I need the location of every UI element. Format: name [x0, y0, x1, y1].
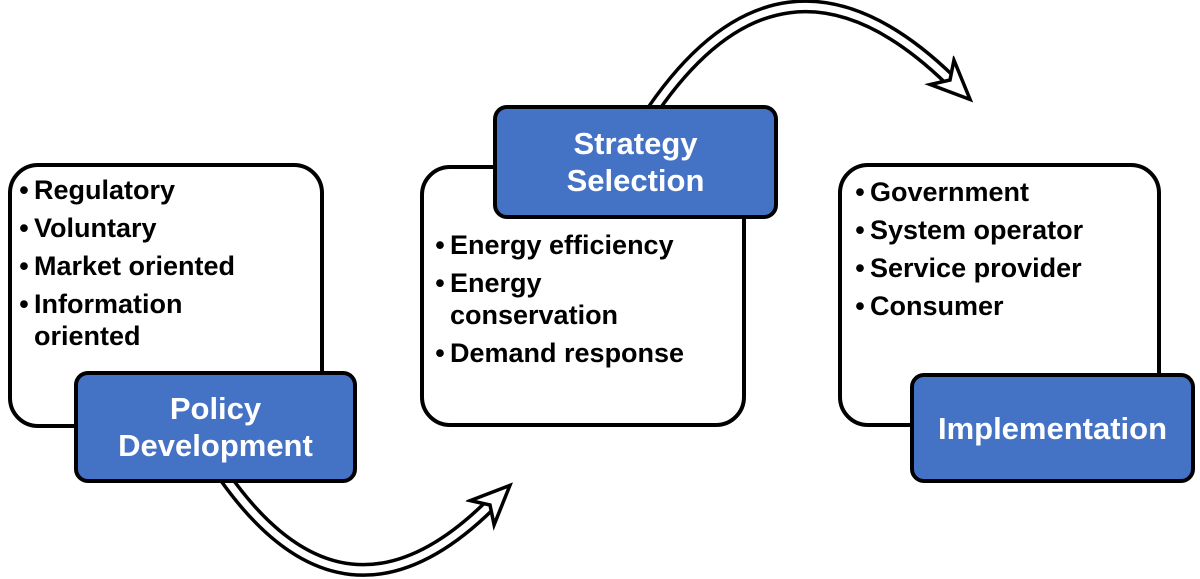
list-item: • Regulatory: [14, 174, 316, 206]
list-item: • Energy efficiency: [430, 229, 738, 261]
policy-development-label: Policy Development: [74, 371, 357, 483]
bullet-icon: •: [435, 268, 445, 298]
list-item-label: Market oriented: [34, 251, 236, 281]
bullet-icon: •: [19, 213, 29, 243]
curved-arrow-policy-to-strategy-icon: [218, 471, 490, 577]
bullet-icon: •: [855, 253, 865, 283]
list-item: • Information oriented: [14, 288, 316, 352]
actor-list: • Government • System operator • Service…: [842, 167, 1157, 322]
policy-instrument-list: • Regulatory • Voluntary • Market orient…: [12, 167, 320, 352]
curved-arrow-strategy-to-implementation-icon: [640, 0, 950, 124]
bullet-icon: •: [855, 177, 865, 207]
list-item: • Service provider: [850, 252, 1153, 284]
bullet-icon: •: [435, 230, 445, 260]
list-item-label: Information oriented: [34, 289, 183, 351]
list-item-label: Demand response: [450, 338, 685, 368]
list-item: • Government: [850, 176, 1153, 208]
list-item-label: Government: [870, 177, 1030, 207]
implementation-label: Implementation: [910, 373, 1195, 483]
bullet-icon: •: [19, 251, 29, 281]
list-item-label: Service provider: [870, 253, 1082, 283]
list-item: • Demand response: [430, 337, 738, 369]
bullet-icon: •: [855, 215, 865, 245]
bullet-icon: •: [19, 175, 29, 205]
bullet-icon: •: [855, 291, 865, 321]
list-item-label: Energy conservation: [450, 268, 619, 330]
list-item: • Consumer: [850, 290, 1153, 322]
bullet-icon: •: [19, 289, 29, 319]
list-item: • Energy conservation: [430, 267, 738, 331]
policy-development-card: • Regulatory • Voluntary • Market orient…: [8, 163, 324, 428]
strategy-selection-label: Strategy Selection: [493, 105, 778, 219]
list-item-label: Regulatory: [34, 175, 176, 205]
list-item-label: Consumer: [870, 291, 1004, 321]
bullet-icon: •: [435, 338, 445, 368]
strategy-list: • Energy efficiency • Energy conservatio…: [424, 169, 742, 369]
list-item-label: Energy efficiency: [450, 230, 674, 260]
list-item: • System operator: [850, 214, 1153, 246]
list-item: • Market oriented: [14, 250, 316, 282]
list-item: • Voluntary: [14, 212, 316, 244]
list-item-label: System operator: [870, 215, 1084, 245]
list-item-label: Voluntary: [34, 213, 157, 243]
